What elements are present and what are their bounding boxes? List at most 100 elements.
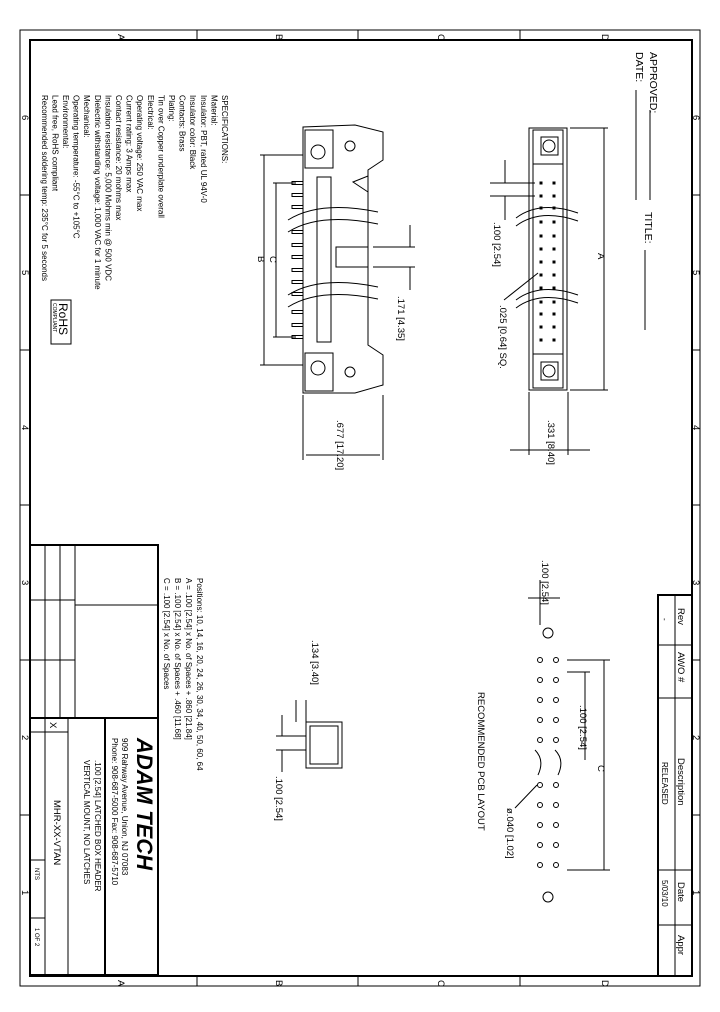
spec-line: SPECIFICATIONS: (220, 95, 229, 163)
rohs-logo-text: RoHS (56, 303, 70, 335)
dim-pin-size: .025 [0.64] SQ. (497, 305, 508, 369)
mark-x: X (47, 722, 58, 729)
side-view: B C .171 [4.35] .677 [17.20] (255, 124, 415, 470)
zone-2: 2 (19, 735, 30, 740)
pcb-layout: .100 [2.54] C .100 [2.54] ø.040 [1.02] R… (475, 560, 610, 903)
rohs-logo: RoHS COMPLIANT (50, 299, 72, 345)
pin-tail (291, 310, 304, 314)
dim-c-label: C (267, 256, 278, 263)
pin (552, 194, 556, 198)
dim-b-label: B (255, 256, 266, 262)
zone-1-right: 1 (690, 890, 701, 895)
positions-notes: Positions: 10, 14, 16, 20, 24, 26, 30, 3… (162, 578, 204, 771)
company-name: ADAM TECH (132, 737, 157, 871)
dim-latch-height: .171 [4.35] (395, 296, 406, 341)
pcb-hole (537, 697, 543, 703)
zone-5: 5 (19, 270, 30, 275)
zone-ticks (20, 30, 700, 986)
spec-line: Contact resistance: 20 mohms max (114, 95, 123, 220)
spec-line: Contacts: Brass (178, 95, 187, 151)
zone-c: C (435, 34, 446, 41)
company-phone: Phone: 908-687-5000 Fax: 908-687-5710 (110, 738, 119, 886)
pin-tail (291, 255, 304, 259)
positions-line: C = .100 [2.54] x No. of Spaces (162, 578, 171, 689)
pin-tail (291, 205, 304, 209)
approved-label: APPROVED: (647, 52, 659, 113)
spec-line: Mechanical: (82, 95, 91, 138)
scale: NTS (33, 868, 39, 880)
pin-tail (291, 193, 304, 197)
spec-line: Tin over Copper underplate overall (156, 95, 165, 218)
rev-value: - (660, 618, 669, 621)
outer-border (19, 29, 701, 987)
dim-front-width: .331 [8.40] (545, 420, 556, 465)
pcb-hole (553, 862, 559, 868)
dim-small-height: .134 [3.40] (309, 640, 320, 685)
pcb-hole (537, 822, 543, 828)
positions-line: Positions: 10, 14, 16, 20, 24, 26, 30, 3… (195, 578, 204, 771)
pcb-hole (553, 822, 559, 828)
spec-line: Material: (209, 95, 218, 126)
pin (552, 273, 556, 277)
pcb-hole (537, 677, 543, 683)
drawing-title-line1: .100 [2.54] LATCHED BOX HEADER (93, 760, 102, 892)
pcb-hole (537, 782, 543, 788)
zone-columns-bottom: A B C D (115, 980, 610, 987)
pcb-hole (537, 862, 543, 868)
pcb-hole (537, 842, 543, 848)
pin (539, 273, 543, 277)
title-block: ADAM TECH 909 Rahway Avenue, Union, NJ 0… (29, 544, 159, 976)
dim-pitch: .100 [2.54] (491, 222, 502, 267)
rohs-logo-sub: COMPLIANT (51, 303, 57, 332)
dim-pcb-pitch-top: .100 [2.54] (539, 560, 550, 605)
spec-line: Current rating: 3 Amps max (125, 95, 134, 192)
awo-header: AWO # (675, 652, 686, 683)
pin-tail (291, 230, 304, 234)
spec-line: Environmental: (61, 95, 70, 148)
pcb-hole (553, 657, 559, 663)
spec-line: Dielectric withstanding voltage: 1,000 V… (93, 95, 102, 290)
description-value: RELEASED (660, 762, 669, 805)
zone-d-bottom: D (599, 980, 610, 987)
zone-rows-right: 6 5 4 3 2 1 (690, 115, 701, 895)
zone-6: 6 (19, 115, 30, 120)
positions-line: A = .100 [2.54] x No. of Spaces + .860 [… (184, 578, 193, 740)
pin (539, 247, 543, 251)
zone-1: 1 (19, 890, 30, 895)
pcb-hole (537, 717, 543, 723)
date-header: Date (675, 882, 686, 902)
pcb-hole (537, 657, 543, 663)
dim-side-width: .677 [17.20] (334, 420, 345, 470)
pin (539, 181, 543, 185)
pin (552, 247, 556, 251)
dim-pcb-c: C (595, 765, 606, 772)
pin (552, 181, 556, 185)
pin (539, 260, 543, 264)
pcb-hole (553, 717, 559, 723)
pin (552, 234, 556, 238)
spec-line: Insulator color: Black (188, 95, 197, 170)
pcb-hole (553, 677, 559, 683)
dim-small-pitch: .100 [2.54] (273, 776, 284, 821)
zone-5-right: 5 (690, 270, 701, 275)
zone-3: 3 (19, 580, 30, 585)
date-label: DATE: (633, 52, 645, 82)
zone-columns-top: A B C D (115, 34, 610, 41)
pin (552, 312, 556, 316)
description-header: Description (675, 758, 686, 806)
pcb-layout-title: RECOMMENDED PCB LAYOUT (475, 692, 486, 831)
pin-tail (291, 243, 304, 247)
pcb-hole (553, 802, 559, 808)
specifications: SPECIFICATIONS:Material:Insulator: PBT, … (40, 95, 229, 290)
zone-b-bottom: B (273, 980, 284, 986)
approval-header: APPROVED: DATE: TITLE: (633, 52, 659, 330)
company-address: 909 Rahway Avenue, Union, NJ 07083 (120, 738, 129, 876)
pin (552, 338, 556, 342)
pcb-hole (537, 737, 543, 743)
spec-line: Lead free, RoHS compliant (50, 95, 59, 192)
spec-line: Electrical: (146, 95, 155, 130)
pcb-hole (553, 842, 559, 848)
dim-a-label: A (595, 253, 606, 260)
revision-block: Rev AWO # Description Date Appr - RELEAS… (657, 594, 693, 977)
